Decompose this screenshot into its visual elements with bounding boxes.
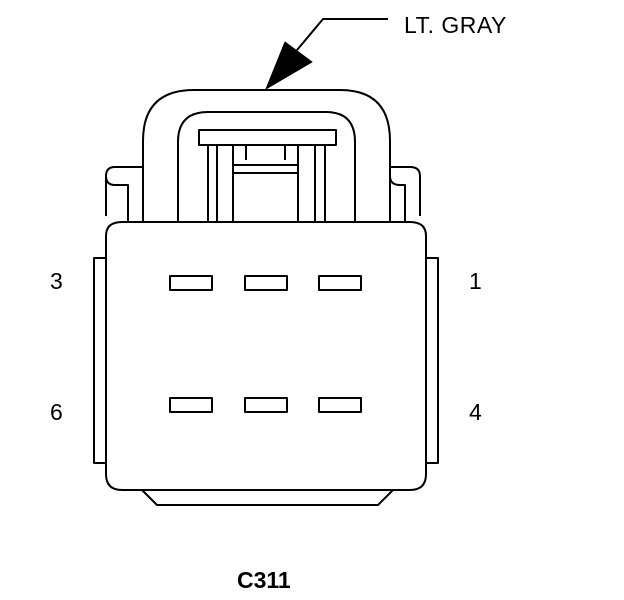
- terminal-cavities: [169, 275, 362, 413]
- terminal-cavity: [244, 397, 288, 413]
- pin-number-1: 1: [469, 268, 482, 294]
- connector-id-label: C311: [237, 567, 291, 593]
- left-side-latch: [93, 257, 107, 464]
- pin-number-4: 4: [469, 399, 482, 425]
- terminal-cavity: [169, 397, 213, 413]
- callout-leader: [265, 18, 388, 90]
- terminal-cavity: [169, 275, 213, 291]
- connector-body: [105, 221, 427, 491]
- bottom-skirt: [141, 489, 394, 506]
- housing-shoulders: [105, 166, 421, 222]
- pin-number-3: 3: [50, 268, 63, 294]
- terminal-cavity: [318, 397, 362, 413]
- terminal-cavity: [244, 275, 288, 291]
- pin-number-6: 6: [50, 399, 63, 425]
- right-side-latch: [425, 257, 439, 464]
- wire-color-label: LT. GRAY: [404, 12, 507, 38]
- terminal-cavity: [318, 275, 362, 291]
- locking-tab: [142, 89, 391, 222]
